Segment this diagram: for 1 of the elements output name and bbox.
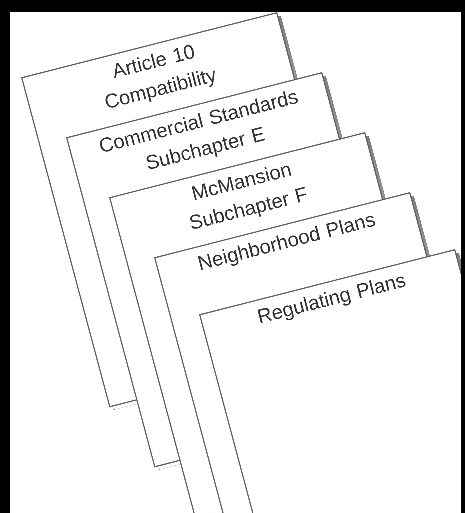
- page-title: Regulating Plans: [258, 276, 406, 324]
